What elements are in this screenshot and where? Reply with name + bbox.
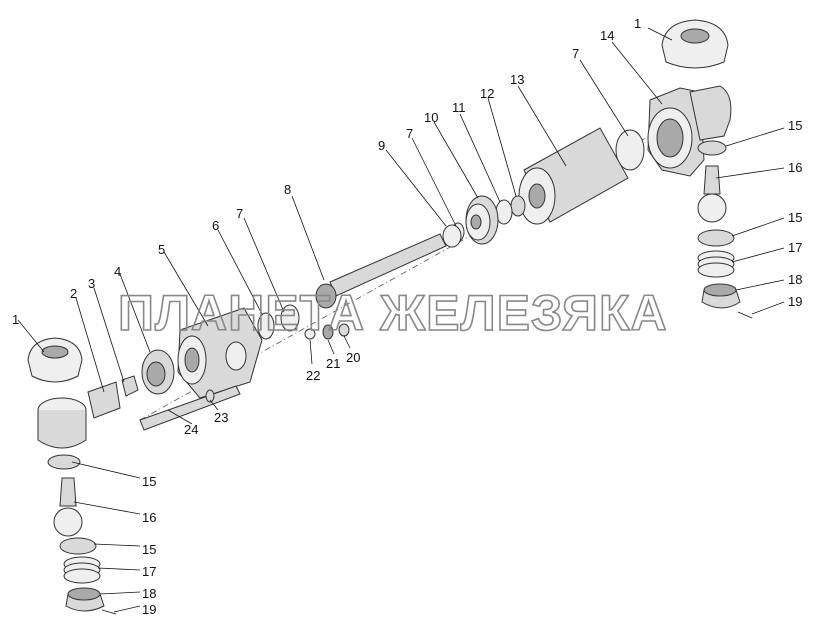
part-2-rod-end [87, 381, 121, 419]
part-15-ring-lower-right [697, 229, 735, 247]
part-13-cylinder [518, 127, 629, 225]
callout-7-right: 7 [572, 46, 579, 61]
callout-1-left: 1 [12, 312, 19, 327]
part-15-ring-lower-left [59, 537, 97, 555]
part-16-ball-pin-left [53, 477, 83, 537]
callout-9: 9 [378, 138, 385, 153]
callout-4: 4 [114, 264, 121, 279]
part-3-lock-nut [121, 375, 139, 397]
callout-15-lower-right: 15 [788, 210, 802, 225]
part-22-ball [304, 328, 316, 340]
callout-19-left: 19 [142, 602, 156, 617]
part-17-spring-right [697, 250, 735, 278]
callout-14: 14 [600, 28, 614, 43]
callout-15-upper-left: 15 [142, 474, 156, 489]
callout-6: 6 [212, 218, 219, 233]
part-23-washer [205, 389, 215, 403]
callout-17-right: 17 [788, 240, 802, 255]
callout-20: 20 [346, 350, 360, 365]
callout-18-left: 18 [142, 586, 156, 601]
part-9-washer [442, 224, 462, 248]
callout-7-middle: 7 [406, 126, 413, 141]
part-18-plug-left [65, 587, 105, 612]
callout-19-right: 19 [788, 294, 802, 309]
part-5-valve-housing [177, 307, 263, 399]
part-8-piston-rod [315, 233, 447, 309]
callout-8: 8 [284, 182, 291, 197]
callout-17-left: 17 [142, 564, 156, 579]
callout-15-lower-left: 15 [142, 542, 156, 557]
callout-23: 23 [214, 410, 228, 425]
callout-21: 21 [326, 356, 340, 371]
part-2-socket-head [37, 397, 87, 449]
callout-16-left: 16 [142, 510, 156, 525]
part-12-nut [510, 195, 526, 217]
part-24-bolt [139, 385, 241, 431]
callout-11: 11 [452, 100, 466, 115]
callout-5: 5 [158, 242, 165, 257]
part-15-ring-upper-right [697, 140, 727, 156]
callout-24: 24 [184, 422, 198, 437]
callout-22: 22 [306, 368, 320, 383]
part-7-o-ring-right [615, 129, 645, 171]
part-10-piston [465, 195, 499, 245]
callout-12: 12 [480, 86, 494, 101]
callout-18-right: 18 [788, 272, 802, 287]
part-18-plug-right [701, 283, 741, 309]
callout-16-right: 16 [788, 160, 802, 175]
part-17-spring-left [63, 556, 101, 584]
part-14-flange-housing [647, 85, 732, 177]
callout-13: 13 [510, 72, 524, 87]
part-15-ring-upper-left [47, 454, 81, 470]
callout-15-upper-right: 15 [788, 118, 802, 133]
callout-labels: 1 14 7 13 12 11 10 7 9 15 16 15 17 18 19… [12, 16, 802, 617]
callout-1-top-right: 1 [634, 16, 641, 31]
part-1-boot-right [661, 19, 729, 69]
leader-lines [17, 27, 785, 613]
callout-2: 2 [70, 286, 77, 301]
part-7-o-ring-left [280, 304, 300, 332]
callout-7-left: 7 [236, 206, 243, 221]
part-4-gland-nut [141, 349, 175, 395]
callout-10: 10 [424, 110, 438, 125]
watermark-text: ПЛАНЕТА ЖЕЛЕЗЯКА [118, 285, 668, 341]
part-1-boot-left [27, 337, 83, 383]
callout-3: 3 [88, 276, 95, 291]
part-19-cotter-pin-right [737, 311, 753, 319]
part-19-cotter-pin-left [101, 609, 117, 615]
part-6-seal [257, 312, 275, 340]
part-21-valve [322, 324, 334, 340]
part-16-ball-pin-right [697, 165, 727, 223]
